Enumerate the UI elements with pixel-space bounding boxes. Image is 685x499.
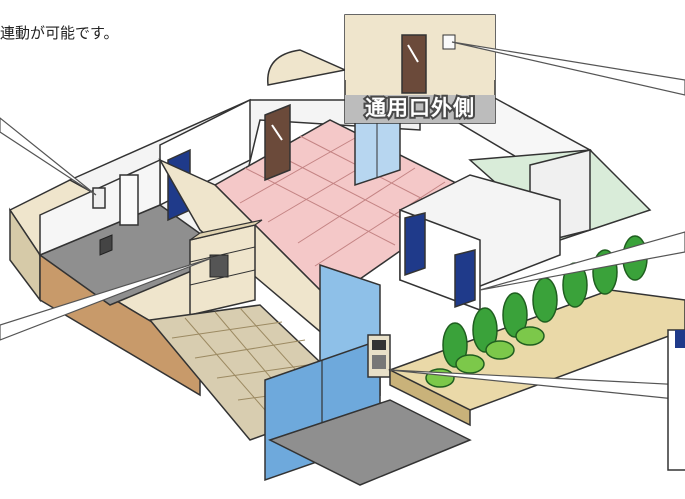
caption-text: 連動が可能です。	[0, 24, 119, 42]
brown-door-back	[264, 103, 291, 182]
intercom-panel-entrance	[367, 334, 391, 378]
outer-walkway	[268, 399, 472, 486]
right-info-box	[667, 329, 685, 471]
entrance-callout: 通用口外側	[267, 14, 496, 124]
intercom-panel-left	[92, 174, 139, 226]
right-wall	[399, 174, 561, 312]
callout-pointers	[0, 41, 685, 401]
locker-unit	[189, 219, 263, 316]
desk-item	[99, 234, 113, 256]
entrance-callout-label: 通用口外側	[365, 96, 475, 120]
